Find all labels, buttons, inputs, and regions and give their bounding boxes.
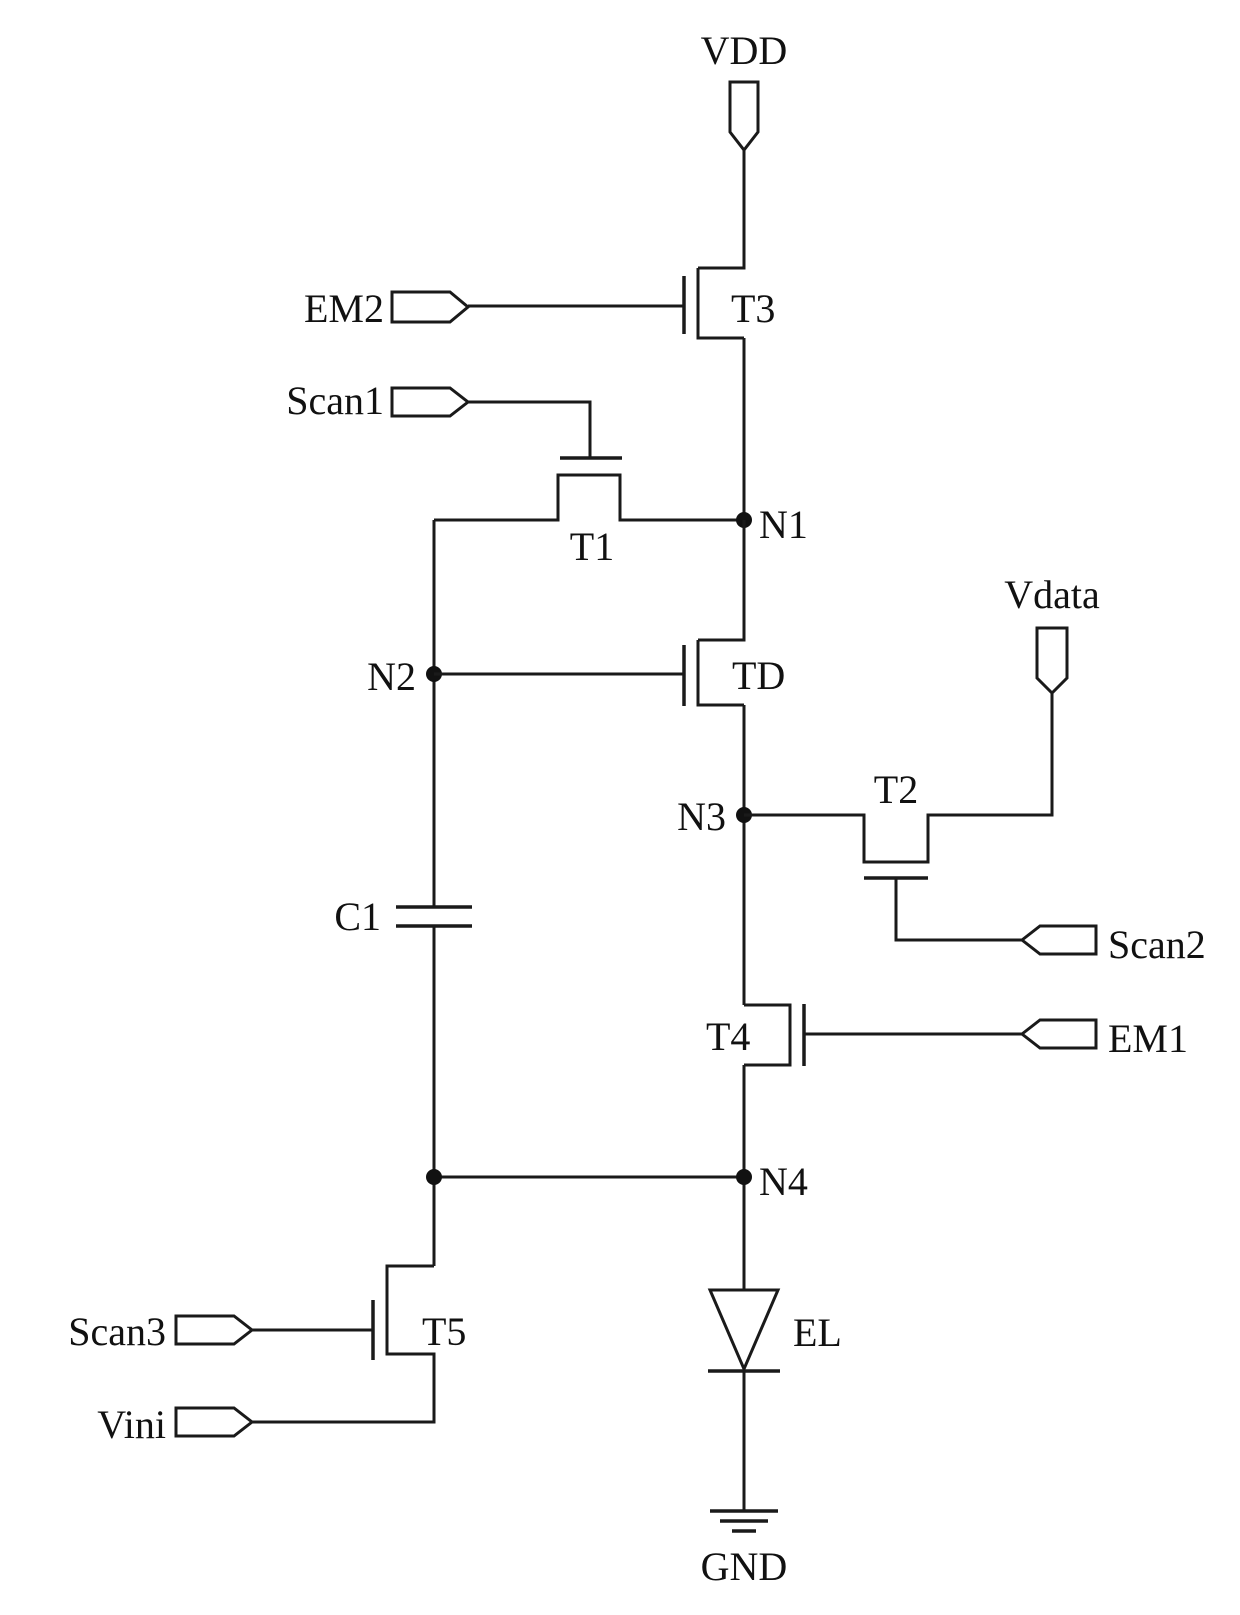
node-n1-label: N1 — [759, 502, 808, 547]
capacitor-c1 — [396, 907, 472, 926]
vdd-port — [730, 82, 758, 150]
vdata-label: Vdata — [1004, 572, 1100, 617]
vini-label: Vini — [97, 1402, 166, 1447]
node-n3-label: N3 — [677, 794, 726, 839]
vdd-label: VDD — [701, 28, 788, 73]
scan3-port — [176, 1316, 252, 1344]
vini-port — [176, 1408, 252, 1436]
transistor-t1-label: T1 — [570, 524, 614, 569]
capacitor-c1-label: C1 — [334, 894, 381, 939]
node-n4-dot — [736, 1169, 752, 1185]
n1-to-td-wire — [698, 520, 744, 640]
gnd-label: GND — [701, 1544, 788, 1589]
em1-label: EM1 — [1108, 1016, 1188, 1061]
el-diode — [708, 1290, 780, 1371]
scan2-label: Scan2 — [1108, 922, 1206, 967]
transistor-t5-label: T5 — [422, 1309, 466, 1354]
em2-label: EM2 — [304, 286, 384, 331]
scan3-label: Scan3 — [68, 1309, 166, 1354]
vdata-port — [1037, 628, 1067, 693]
transistor-t3-label: T3 — [731, 286, 775, 331]
scan1-port — [392, 388, 468, 416]
vdd-wire — [698, 150, 744, 268]
transistor-t4-label: T4 — [706, 1014, 750, 1059]
transistor-td-label: TD — [732, 653, 785, 698]
el-diode-label: EL — [793, 1310, 842, 1355]
transistor-t5 — [252, 1266, 434, 1422]
scan2-gate-wire — [896, 878, 1022, 940]
node-n4-label: N4 — [759, 1159, 808, 1204]
node-n2-label: N2 — [367, 654, 416, 699]
transistor-t2-label: T2 — [874, 767, 918, 812]
junction-dot-left — [426, 1169, 442, 1185]
em1-port — [1022, 1020, 1096, 1048]
scan1-label: Scan1 — [286, 378, 384, 423]
ground-symbol — [710, 1511, 778, 1531]
transistor-t4 — [744, 1004, 804, 1066]
scan2-port — [1022, 926, 1096, 954]
transistor-t1 — [434, 458, 744, 520]
scan1-gate-wire — [468, 402, 590, 458]
em2-port — [392, 292, 468, 322]
